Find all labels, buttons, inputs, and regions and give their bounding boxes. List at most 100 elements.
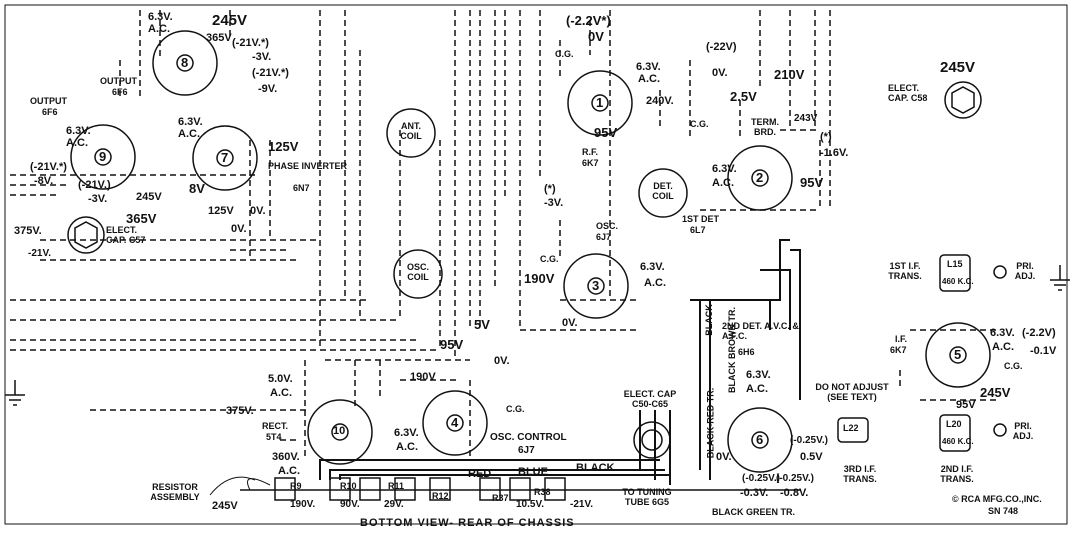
voltage: -21V.: [28, 248, 51, 259]
voltage: -1.6V.: [820, 147, 849, 159]
voltage: 6.3V.: [990, 327, 1015, 339]
voltage: 245V: [136, 191, 162, 203]
voltage: 0V.: [494, 355, 510, 367]
r11-label: R11: [388, 481, 405, 491]
voltage: (-0.25V.): [742, 473, 780, 484]
cg-label-1: C.G.: [555, 49, 574, 59]
voltage: 6.3V.: [636, 61, 661, 73]
voltage: 6.3V.: [66, 125, 91, 137]
tube-8-type: 6F6: [112, 87, 128, 97]
r9-label: R9: [290, 481, 302, 491]
voltage: A.C.: [644, 277, 666, 289]
voltage: A.C.: [712, 177, 734, 189]
voltage: 365V: [206, 32, 232, 44]
voltage: A.C.: [278, 465, 300, 477]
voltage: 0V.: [562, 317, 578, 329]
tube-5-name: I.F.: [895, 334, 908, 344]
black-label: BLACK: [703, 304, 714, 336]
tube-10-type: 5T4: [266, 432, 282, 442]
voltage: 365V: [126, 211, 157, 226]
cg-label-3: C.G.: [540, 254, 559, 264]
voltage: 125V: [208, 205, 234, 217]
voltage: (-21V.): [78, 179, 111, 191]
det-coil-label: DET. COIL: [652, 181, 674, 201]
voltage: A.C.: [638, 73, 660, 85]
voltage: 8V: [189, 181, 205, 196]
voltage: 245V: [212, 12, 248, 29]
tube-7-type: 6N7: [293, 183, 310, 193]
l15-label: L15: [947, 259, 963, 269]
voltage: 29V.: [384, 499, 404, 510]
tube-6-type: 6H6: [738, 347, 755, 357]
tube-4-number: 4: [451, 415, 459, 430]
drawing-number: SN 748: [988, 506, 1019, 516]
voltage: 5.0V.: [268, 373, 293, 385]
voltage: 210V: [774, 67, 805, 82]
voltage: 245V: [980, 385, 1011, 400]
voltage: 95V: [956, 399, 976, 411]
voltage: 360V.: [272, 451, 300, 463]
copyright: © RCA MFG.CO.,INC.: [952, 494, 1042, 504]
voltage: -3V.: [544, 197, 564, 209]
voltage: (-21V.*): [232, 37, 269, 49]
voltage: 125V: [268, 139, 299, 154]
voltage: (-21V.*): [252, 67, 289, 79]
tube-1-number: 1: [596, 95, 604, 110]
voltage: (-2.2V): [1022, 327, 1056, 339]
voltage: A.C.: [992, 341, 1014, 353]
voltage: 0V.: [712, 67, 728, 79]
r12-label: R12: [432, 491, 449, 501]
l20-label: L20: [946, 419, 962, 429]
voltage: 190V: [524, 271, 555, 286]
voltage: 6.3V.: [712, 163, 737, 175]
wire-blue-label: BLUE: [518, 466, 548, 478]
ant-coil-label: ANT. COIL: [400, 121, 422, 141]
tube-10-number: 10: [333, 425, 346, 437]
cap-c50-label: ELECT. CAP C50-C65: [623, 389, 677, 409]
wiring: [4, 4, 1070, 525]
voltage: (*): [820, 131, 832, 143]
tube-8-name: OUTPUT: [100, 76, 137, 86]
voltage: 243V: [794, 113, 818, 124]
voltage: A.C.: [270, 387, 292, 399]
voltage: 5V: [474, 317, 490, 332]
wire-red-label: RED: [468, 468, 492, 480]
voltage: 190V: [410, 371, 436, 383]
cap-c58-label: ELECT. CAP. C58: [888, 83, 928, 103]
voltage: 245V: [940, 59, 976, 76]
l22-trans-label: 3RD I.F. TRANS.: [843, 464, 877, 484]
tube-5-number: 5: [954, 347, 962, 362]
voltage: A.C.: [178, 128, 200, 140]
view-caption: BOTTOM VIEW- REAR OF CHASSIS: [360, 517, 575, 529]
l20-trans-label: 2ND I.F. TRANS.: [940, 464, 974, 484]
tube-4-name: OSC. CONTROL: [490, 432, 567, 443]
voltage: A.C.: [396, 441, 418, 453]
r38-label: R38: [534, 487, 551, 497]
term-board-label: TERM. BRD.: [751, 117, 779, 137]
voltage: 0V.: [250, 205, 266, 217]
wire-black-label: BLACK: [576, 462, 615, 474]
voltage: 6.3V.: [148, 11, 173, 23]
tube-7-number: 7: [221, 150, 229, 165]
tube-3-name: OSC.: [596, 221, 619, 231]
voltage: (-21V.*): [30, 161, 67, 173]
voltage: 95V: [800, 175, 824, 190]
voltage: 10.5V.: [516, 499, 544, 510]
voltage: 0.5V: [800, 451, 823, 463]
voltage: 190V.: [290, 499, 316, 510]
r37-label: R37: [492, 493, 509, 503]
osc-coil-label: OSC. COIL: [406, 262, 429, 282]
voltage: 0V.: [716, 451, 732, 463]
tube-9-number: 9: [99, 149, 107, 164]
voltage: -0.8V.: [780, 487, 809, 499]
voltage: A.C.: [746, 383, 768, 395]
voltage: A.C.: [66, 137, 88, 149]
tube-8-number: 8: [181, 55, 189, 70]
voltage: (-0.25V.): [776, 473, 814, 484]
cg-label-5: C.G.: [1004, 361, 1023, 371]
l22-label: L22: [843, 423, 859, 433]
voltage: 95V: [594, 125, 618, 140]
tube-4-type: 6J7: [518, 445, 535, 456]
resistor-assembly-label: RESISTOR ASSEMBLY: [150, 482, 200, 502]
